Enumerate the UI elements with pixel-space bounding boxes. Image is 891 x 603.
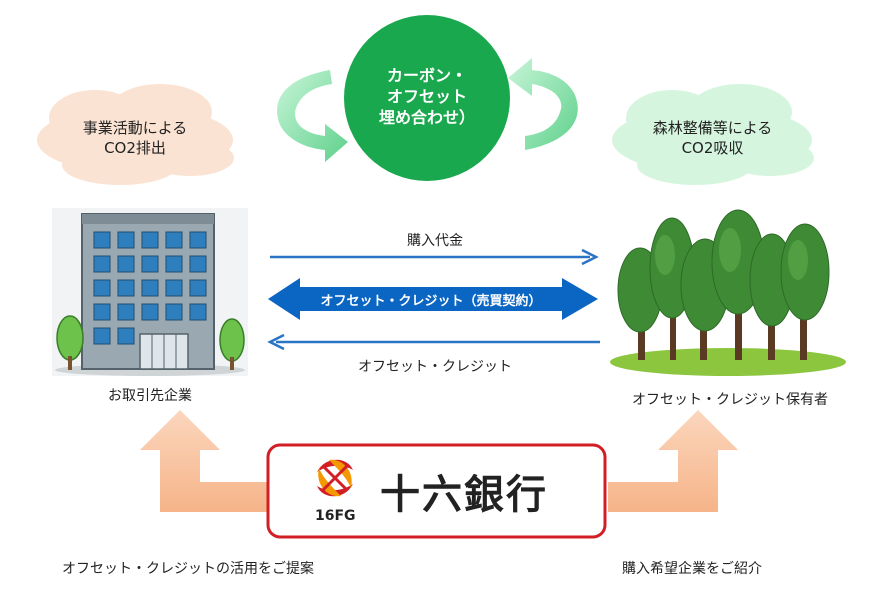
bank-logo-icon (313, 456, 357, 500)
left-cloud-line2: CO2排出 (104, 139, 166, 157)
bank-code: 16FG (315, 508, 356, 524)
right-referral-arrow (608, 410, 738, 512)
contract-label: オフセット・クレジット（売買契約） (320, 294, 542, 309)
right-cloud-line2: CO2吸収 (681, 139, 744, 157)
credit-label: オフセット・クレジット (358, 359, 512, 375)
left-cloud (37, 84, 234, 185)
credit-arrow (267, 333, 600, 351)
left-cloud-label: 事業活動による CO2排出 (45, 118, 225, 158)
cycle-arrow-right (508, 58, 578, 150)
left-bottom-label: オフセット・クレジットの活用をご提案 (62, 561, 314, 577)
right-cloud-line1: 森林整備等による (652, 119, 773, 137)
right-cloud (612, 84, 814, 185)
payment-label: 購入代金 (407, 233, 463, 249)
left-referral-arrow (140, 410, 270, 512)
right-bottom-label: 購入希望企業をご紹介 (622, 561, 762, 577)
office-building-icon (52, 208, 248, 376)
right-cloud-label: 森林整備等による CO2吸収 (620, 118, 805, 158)
left-cloud-line1: 事業活動による (82, 119, 188, 137)
payment-arrow (270, 248, 599, 266)
left-party-label: お取引先企業 (108, 388, 192, 404)
center-label: カーボン・ オフセット 埋め合わせ） (344, 65, 510, 128)
right-party-label: オフセット・クレジット保有者 (632, 392, 828, 408)
forest-icon (610, 209, 846, 376)
center-label-line2: オフセット (386, 87, 467, 106)
contract-double-arrow (268, 278, 598, 320)
center-circle (344, 15, 510, 181)
center-label-line3: 埋め合わせ） (378, 108, 475, 127)
center-label-line1: カーボン・ (386, 66, 467, 85)
bank-name: 十六銀行 (380, 472, 548, 518)
cycle-arrow-left (277, 70, 348, 162)
